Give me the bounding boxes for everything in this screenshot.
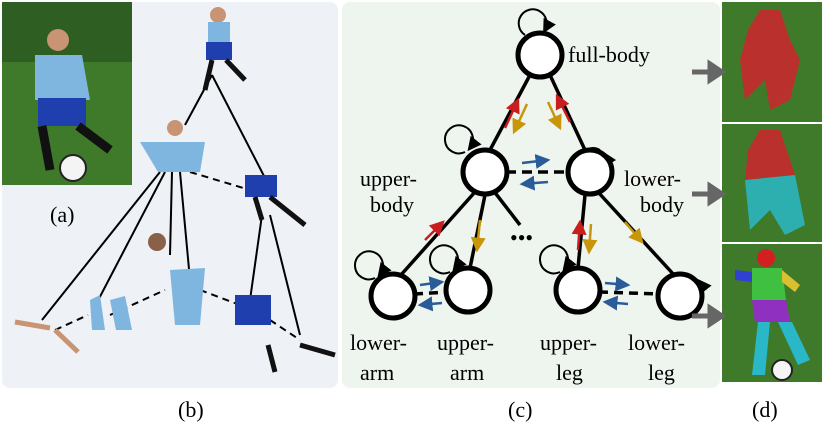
label-lower-leg-2: leg <box>648 360 675 385</box>
part-upper-leg <box>235 295 271 325</box>
label-lower-leg-1: lower- <box>628 330 685 355</box>
label-lower-body-2: body <box>640 192 684 217</box>
node-lower-body <box>565 147 615 197</box>
node-upper-body <box>460 147 510 197</box>
panel-b-parts <box>14 7 336 373</box>
part-lower-body <box>245 175 307 227</box>
label-upper-body-2: body <box>370 192 414 217</box>
node-lower-leg <box>655 271 705 321</box>
panel-d-segmentations <box>722 2 822 382</box>
part-head <box>148 233 166 251</box>
label-full-body: full-body <box>568 42 650 67</box>
label-lower-arm-2: arm <box>360 360 394 385</box>
node-upper-arm <box>443 265 493 315</box>
caption-b: (b) <box>178 397 204 422</box>
message-arrows <box>417 93 644 312</box>
seg-parts <box>722 244 822 382</box>
panel-b-hierarchy <box>41 74 301 341</box>
panel-d-arrows <box>692 59 727 329</box>
part-lower-leg-right <box>299 342 336 358</box>
part-upper-body <box>140 120 205 172</box>
caption-a: (a) <box>50 202 74 227</box>
label-upper-body-1: upper- <box>360 166 417 191</box>
part-lower-arm-right <box>53 328 80 354</box>
label-lower-arm-1: lower- <box>350 330 407 355</box>
label-upper-leg-1: upper- <box>540 330 597 355</box>
graph-nodes <box>368 30 705 321</box>
caption-d: (d) <box>752 397 778 422</box>
panel-a-photo <box>2 2 132 185</box>
part-full-body <box>202 7 247 91</box>
label-lower-body-1: lower- <box>624 166 681 191</box>
label-upper-arm-2: arm <box>450 360 484 385</box>
node-upper-leg <box>553 265 603 315</box>
ellipsis: ••• <box>510 225 533 250</box>
seg-upper-lower <box>722 124 822 242</box>
part-lower-leg-left <box>265 344 278 373</box>
seg-full-body <box>722 2 822 122</box>
node-lower-arm <box>368 271 418 321</box>
part-upper-arm-left <box>90 295 105 330</box>
label-upper-leg-2: leg <box>556 360 583 385</box>
caption-c: (c) <box>508 397 532 422</box>
label-upper-arm-1: upper- <box>437 330 494 355</box>
part-lower-arm-left <box>14 319 51 331</box>
node-full-body <box>515 30 565 80</box>
part-upper-arm-right <box>110 296 132 330</box>
part-torso <box>170 268 205 325</box>
